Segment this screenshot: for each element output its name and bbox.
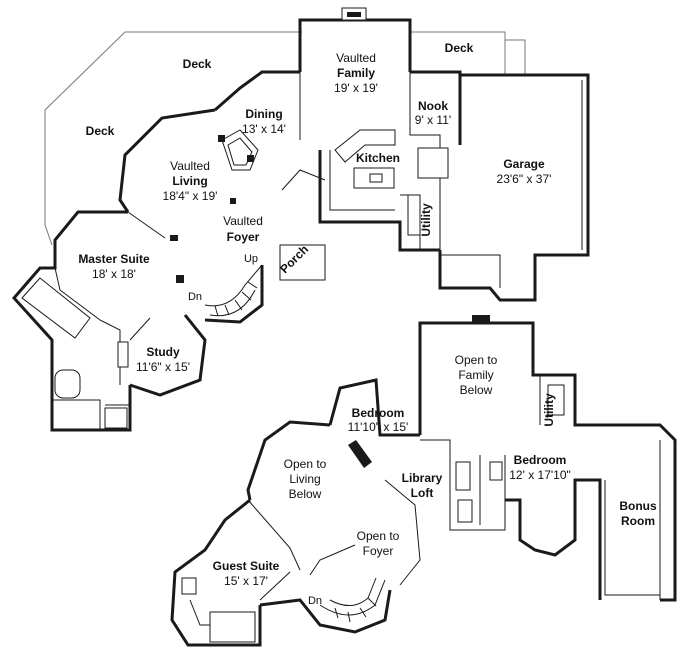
open-foyer-2-label: Foyer: [363, 544, 394, 558]
guest-name-label: Guest Suite: [213, 559, 280, 573]
bedroom1-name-label: Bedroom: [352, 406, 405, 420]
living-dim-label: 18'4" x 19': [163, 189, 218, 203]
deck-left-label: Deck: [86, 124, 115, 138]
living-name-label: Living: [172, 174, 207, 188]
bedroom2-dim-label: 12' x 17'10": [509, 468, 571, 482]
open-family-1-label: Open to: [455, 353, 498, 367]
library-2-label: Loft: [411, 486, 434, 500]
dining-dim-label: 13' x 14': [242, 122, 286, 136]
nook-name-label: Nook: [418, 99, 448, 113]
porch-bench: [279, 244, 326, 281]
library-1-label: Library: [402, 471, 443, 485]
open-living-1-label: Open to: [284, 457, 327, 471]
family-name-label: Family: [337, 66, 375, 80]
upper-stairs: [319, 577, 386, 623]
deck-right-label: Deck: [445, 41, 474, 55]
upper-floor: Open to Family Below Utility Bedroom 11'…: [170, 315, 677, 647]
open-living-3-label: Below: [289, 487, 322, 501]
master-dim-label: 18' x 18': [92, 267, 136, 281]
utility-upper-label: Utility: [542, 393, 556, 427]
nook-dim-label: 9' x 11': [415, 113, 451, 127]
study-name-label: Study: [146, 345, 180, 359]
dining-name-label: Dining: [245, 107, 282, 121]
main-floor-walls: [11, 18, 590, 432]
bedroom1-dim-label: 11'10" x 15': [348, 420, 409, 434]
master-bath: [21, 277, 129, 429]
main-stairs: [204, 264, 263, 317]
foyer-pre-label: Vaulted: [223, 214, 263, 228]
kitchen-name-label: Kitchen: [356, 151, 400, 165]
dn-main-label: Dn: [188, 291, 202, 303]
deck-outline: [44, 31, 526, 246]
garage-name-label: Garage: [503, 157, 545, 171]
main-floor: Deck Deck Deck Vaulted Family 19' x 19' …: [11, 7, 590, 432]
open-living-2-label: Living: [289, 472, 320, 486]
dining-table: [218, 129, 259, 171]
open-foyer-1-label: Open to: [357, 529, 400, 543]
bonus-1-label: Bonus: [619, 499, 657, 513]
living-pre-label: Vaulted: [170, 159, 210, 173]
upper-baths: [181, 384, 565, 643]
open-family-3-label: Below: [460, 383, 493, 397]
bonus-2-label: Room: [621, 514, 655, 528]
family-dim-label: 19' x 19': [334, 81, 378, 95]
utility-main-label: Utility: [419, 203, 433, 237]
foyer-name-label: Foyer: [227, 230, 260, 244]
family-pre-label: Vaulted: [336, 51, 376, 65]
open-family-2-label: Family: [458, 368, 493, 382]
bedroom2-name-label: Bedroom: [514, 453, 567, 467]
garage-dim-label: 23'6" x 37': [497, 172, 552, 186]
up-label: Up: [244, 253, 258, 265]
fireplace-bedroom: [348, 440, 372, 468]
master-name-label: Master Suite: [78, 252, 150, 266]
study-dim-label: 11'6" x 15': [136, 360, 190, 374]
dn-upper-label: Dn: [308, 595, 322, 607]
upper-floor-walls: [170, 321, 677, 647]
guest-dim-label: 15' x 17': [224, 574, 268, 588]
fireplace-upper: [472, 315, 490, 324]
deck-mid-label: Deck: [183, 57, 212, 71]
kitchen-counters: [329, 129, 449, 236]
